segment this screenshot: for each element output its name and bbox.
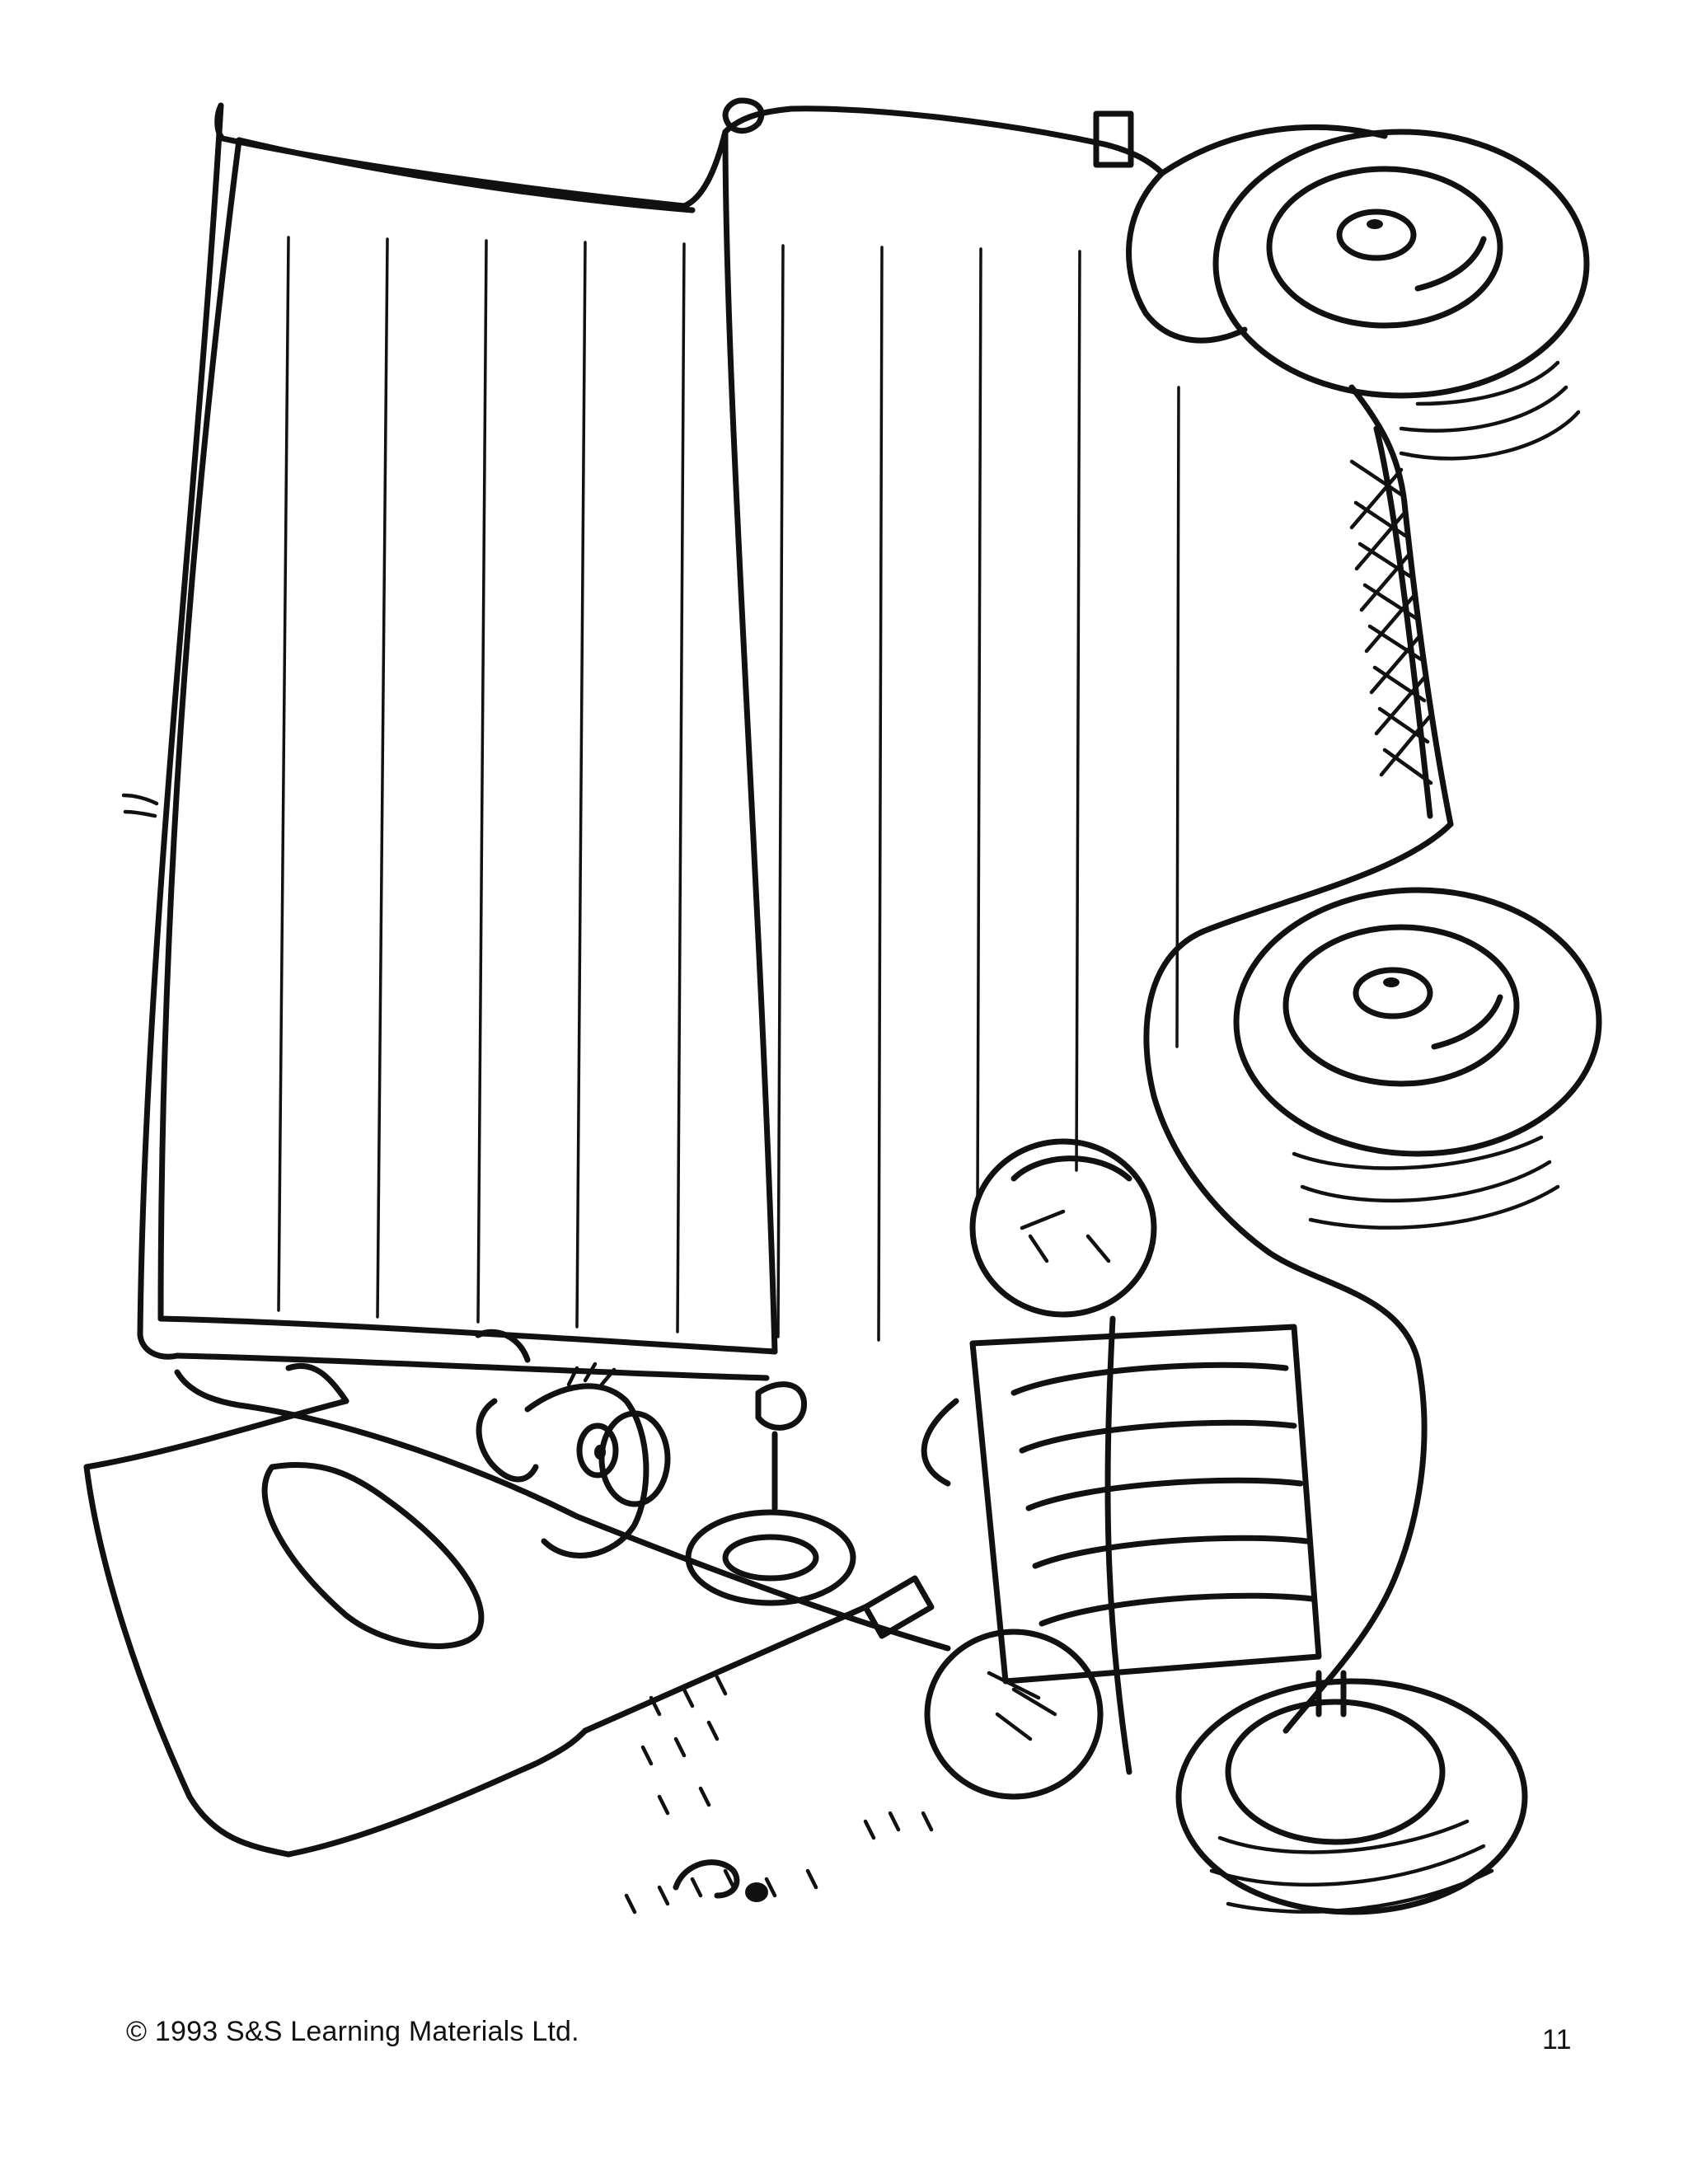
headlight-icon bbox=[924, 1138, 1157, 1800]
exhaust-pipe-icon bbox=[582, 1575, 935, 1915]
writing-lines bbox=[277, 236, 1180, 1342]
radiator-grille-icon bbox=[921, 1315, 1322, 1775]
copyright-notice: © 1993 S&S Learning Materials Ltd. bbox=[126, 2016, 579, 2047]
wheel-icon bbox=[1175, 129, 1602, 1915]
front-bumper-icon bbox=[83, 1362, 951, 1858]
car-body-icon bbox=[121, 97, 1165, 1381]
driver-character-icon bbox=[475, 1329, 856, 1606]
car-side-icon bbox=[1126, 124, 1454, 1734]
page-number: 11 bbox=[1542, 2024, 1572, 2055]
